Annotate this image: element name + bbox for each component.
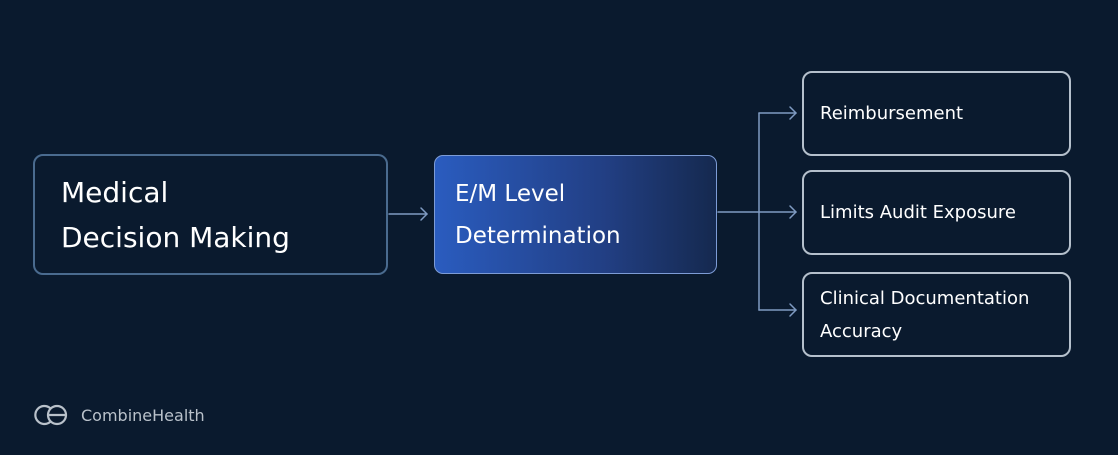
limits-audit-exposure-node: Limits Audit Exposure [802, 170, 1071, 255]
combinehealth-logo-icon [34, 404, 68, 426]
em-level-determination-label: E/M Level Determination [455, 173, 621, 257]
medical-decision-making-label: Medical Decision Making [61, 170, 290, 260]
clinical-documentation-accuracy-node: Clinical Documentation Accuracy [802, 272, 1071, 357]
source-label-line-1: Medical [61, 175, 169, 209]
arrowhead-outcome-1 [789, 106, 797, 120]
clinical-documentation-accuracy-label: Clinical Documentation Accuracy [820, 282, 1029, 348]
arrowhead-outcome-3 [789, 303, 797, 317]
outcome-2-label-line-1: Limits Audit Exposure [820, 202, 1016, 223]
arrowhead-center [420, 207, 428, 221]
medical-decision-making-node: Medical Decision Making [33, 154, 388, 275]
center-label-line-2: Determination [455, 222, 621, 249]
reimbursement-label: Reimbursement [820, 97, 963, 130]
brand: CombineHealth [33, 402, 205, 428]
outcome-3-label-line-2: Accuracy [820, 320, 903, 342]
center-label-line-1: E/M Level [455, 180, 566, 207]
arrowhead-outcome-2 [789, 205, 797, 219]
em-level-determination-node: E/M Level Determination [434, 155, 717, 274]
outcome-3-label-line-1: Clinical Documentation [820, 287, 1030, 309]
outcome-1-label-line-1: Reimbursement [820, 103, 964, 124]
reimbursement-node: Reimbursement [802, 71, 1071, 156]
brand-name: CombineHealth [81, 405, 205, 425]
limits-audit-exposure-label: Limits Audit Exposure [820, 196, 1016, 229]
source-label-line-2: Decision Making [61, 220, 290, 254]
